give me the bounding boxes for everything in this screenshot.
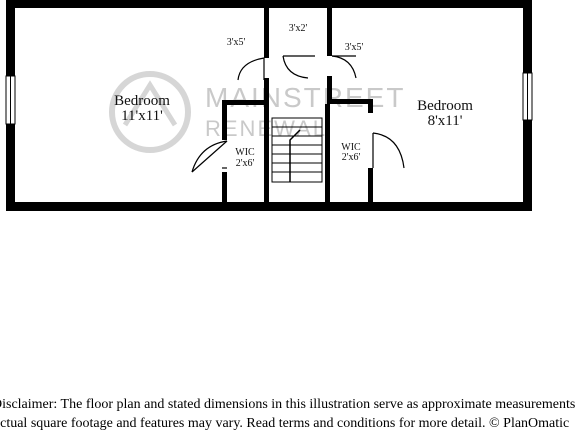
disclaimer-line-1: Disclaimer: The floor plan and stated di… (0, 397, 576, 412)
bedroom-right-dims: 8'x11' (428, 113, 463, 129)
door-left-wic (191, 140, 228, 173)
wic-right-name: WIC (341, 142, 361, 153)
stair-left-wall (264, 112, 269, 207)
left-closet-bottom-wall (222, 100, 269, 105)
bedroom-left-name: Bedroom (114, 93, 170, 109)
watermark-line-1: MAINSTREET (205, 82, 405, 113)
closet-top-dims: 3'x2' (289, 23, 308, 34)
watermark-logo-icon (109, 71, 191, 153)
door-right-wic (372, 132, 405, 169)
door-right-closet (331, 55, 357, 79)
stair-right-wall (325, 104, 330, 207)
top-closet-left-wall (264, 0, 269, 58)
left-wic-left-wall-upper (222, 100, 227, 140)
right-wall-upper (523, 0, 532, 73)
watermark-logo-roof-icon (122, 80, 178, 127)
left-wall-upper (6, 0, 15, 76)
right-closet-left-wall (327, 76, 332, 104)
interior-walls (222, 0, 373, 207)
staircase (271, 117, 323, 183)
stair-direction-arrow-icon (289, 129, 301, 182)
wic-left-name: WIC (235, 147, 255, 158)
disclaimer-line-2: Actual square footage and features may v… (0, 416, 570, 431)
wic-right-dims: 2'x6' (342, 152, 361, 163)
closet-right-dims: 3'x5' (345, 42, 364, 53)
left-wic-left-wall-lower (222, 172, 227, 207)
top-closet-right-wall (327, 0, 332, 56)
closet-left-dims: 3'x5' (227, 37, 246, 48)
window-left (5, 75, 16, 125)
right-closet-bottom-wall (327, 99, 373, 104)
window-right (522, 72, 533, 121)
left-wall-lower (6, 124, 15, 211)
bedroom-left-dims: 11'x11' (121, 108, 163, 124)
door-top-closet (282, 55, 315, 79)
right-closet-side-wall (368, 99, 373, 113)
door-left-closet (237, 57, 265, 81)
right-wall-lower (523, 120, 532, 211)
door-swings (191, 55, 405, 173)
left-closet-right-wall (264, 78, 269, 112)
right-wic-right-wall-lower (368, 168, 373, 207)
bedroom-right-name: Bedroom (417, 98, 473, 114)
stair-outline (271, 117, 323, 183)
wic-left-dims: 2'x6' (236, 158, 255, 169)
